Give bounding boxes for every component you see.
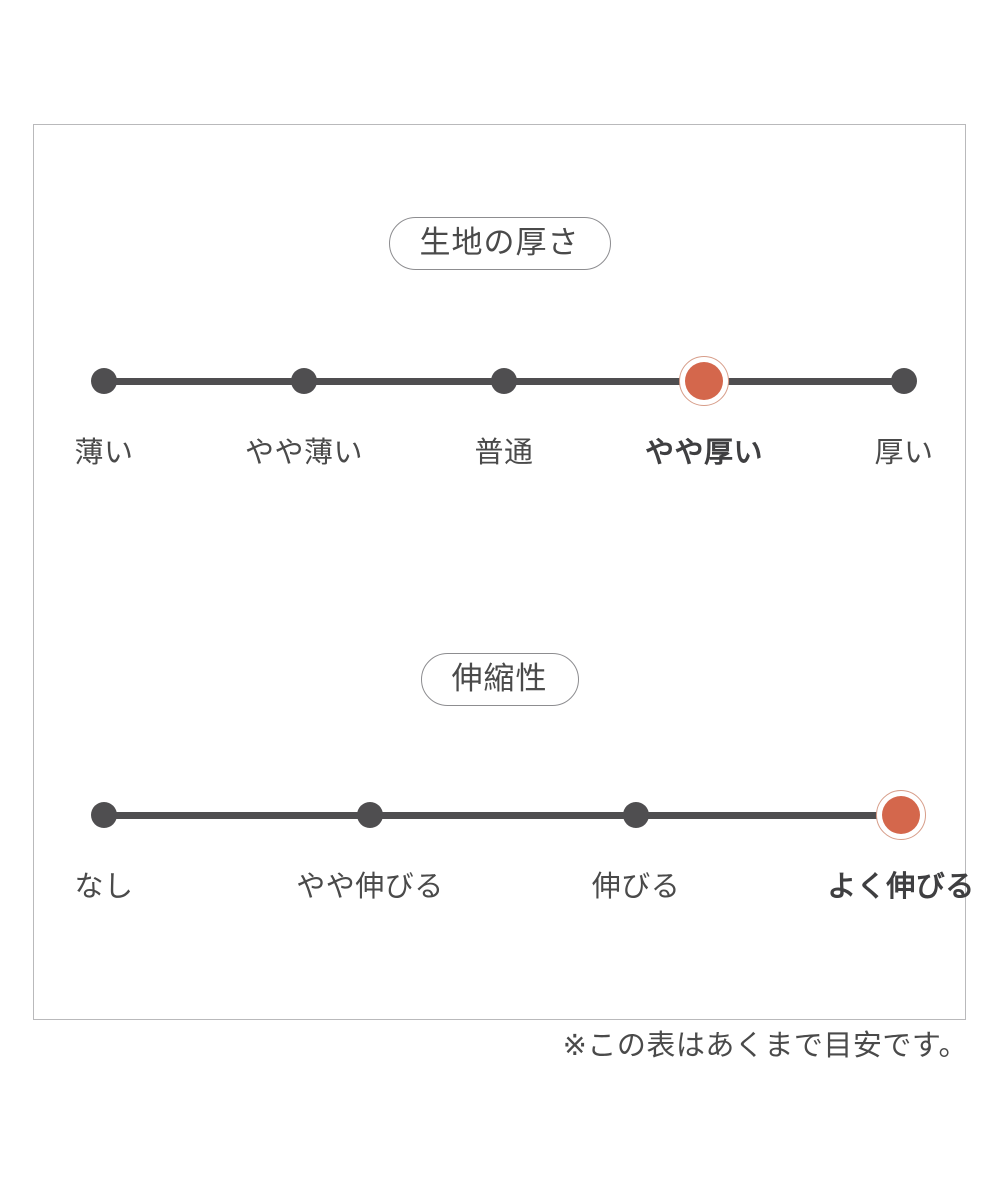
stretch-track xyxy=(104,811,901,819)
disclaimer-note: ※この表はあくまで目安です。 xyxy=(562,1030,968,1062)
stretch-node-1[interactable] xyxy=(357,802,383,828)
stretch-label-1: やや伸びる xyxy=(296,871,444,903)
section-heading-thickness: 生地の厚さ xyxy=(388,217,611,270)
thickness-label-2: 普通 xyxy=(474,437,534,469)
thickness-label-0: 薄い xyxy=(74,437,134,469)
thickness-label-3: やや厚い xyxy=(644,437,764,469)
stretch-label-3: よく伸びる xyxy=(827,871,975,903)
chart-panel: 生地の厚さ 薄い やや薄い 普通 やや厚い 厚い 伸縮性 なし やや伸びる 伸び… xyxy=(33,124,974,1020)
thickness-label-4: 厚い xyxy=(874,437,934,469)
thickness-node-2[interactable] xyxy=(491,368,517,394)
stretch-label-0: なし xyxy=(74,871,134,903)
stretch-label-2: 伸びる xyxy=(591,871,681,903)
thickness-node-4[interactable] xyxy=(891,368,917,394)
stretch-node-3-selected[interactable] xyxy=(876,790,926,840)
stretch-node-2[interactable] xyxy=(623,802,649,828)
section-heading-stretch: 伸縮性 xyxy=(420,653,579,706)
thickness-label-1: やや薄い xyxy=(244,437,364,469)
thickness-node-3-selected[interactable] xyxy=(679,356,729,406)
thickness-node-0[interactable] xyxy=(91,368,117,394)
thickness-node-1[interactable] xyxy=(291,368,317,394)
stretch-node-0[interactable] xyxy=(91,802,117,828)
